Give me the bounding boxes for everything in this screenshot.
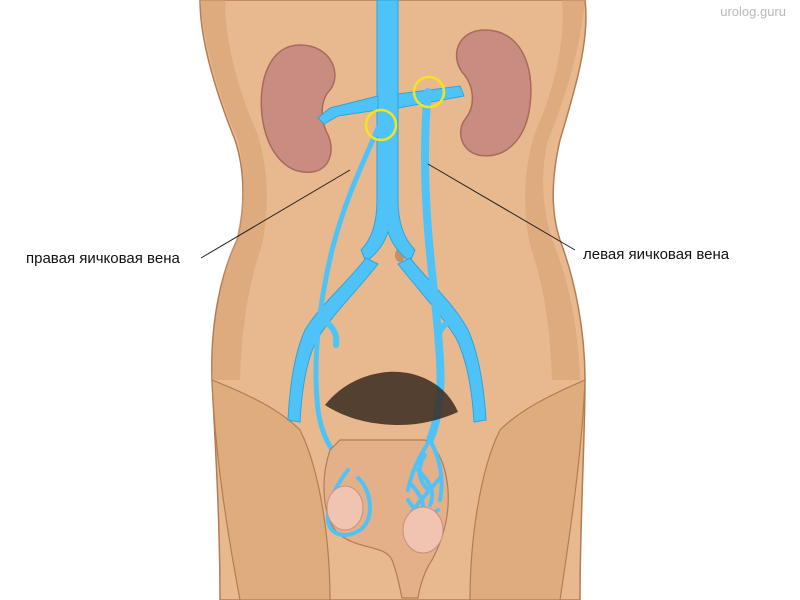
right-testis [326,485,364,531]
torso-shade-left [200,0,267,380]
leader-line-right [200,169,351,259]
right-vein-junction-ring [364,108,398,142]
label-left-testicular-vein: левая яичковая вена [583,246,730,263]
right-thigh [469,379,586,600]
inferior-vena-cava [360,0,416,263]
leader-line-left [427,163,576,251]
left-thigh [211,379,331,600]
left-kidney [455,29,532,157]
right-kidney [260,44,336,173]
watermark: urolog.guru [720,4,786,19]
pubic-hair [325,371,458,425]
label-right-testicular-vein: правая яичковая вена [26,250,180,267]
left-testis [402,506,444,554]
torso-shade-right [525,0,585,380]
left-vein-junction-ring [412,75,446,109]
right-testicular-vein [313,125,381,473]
